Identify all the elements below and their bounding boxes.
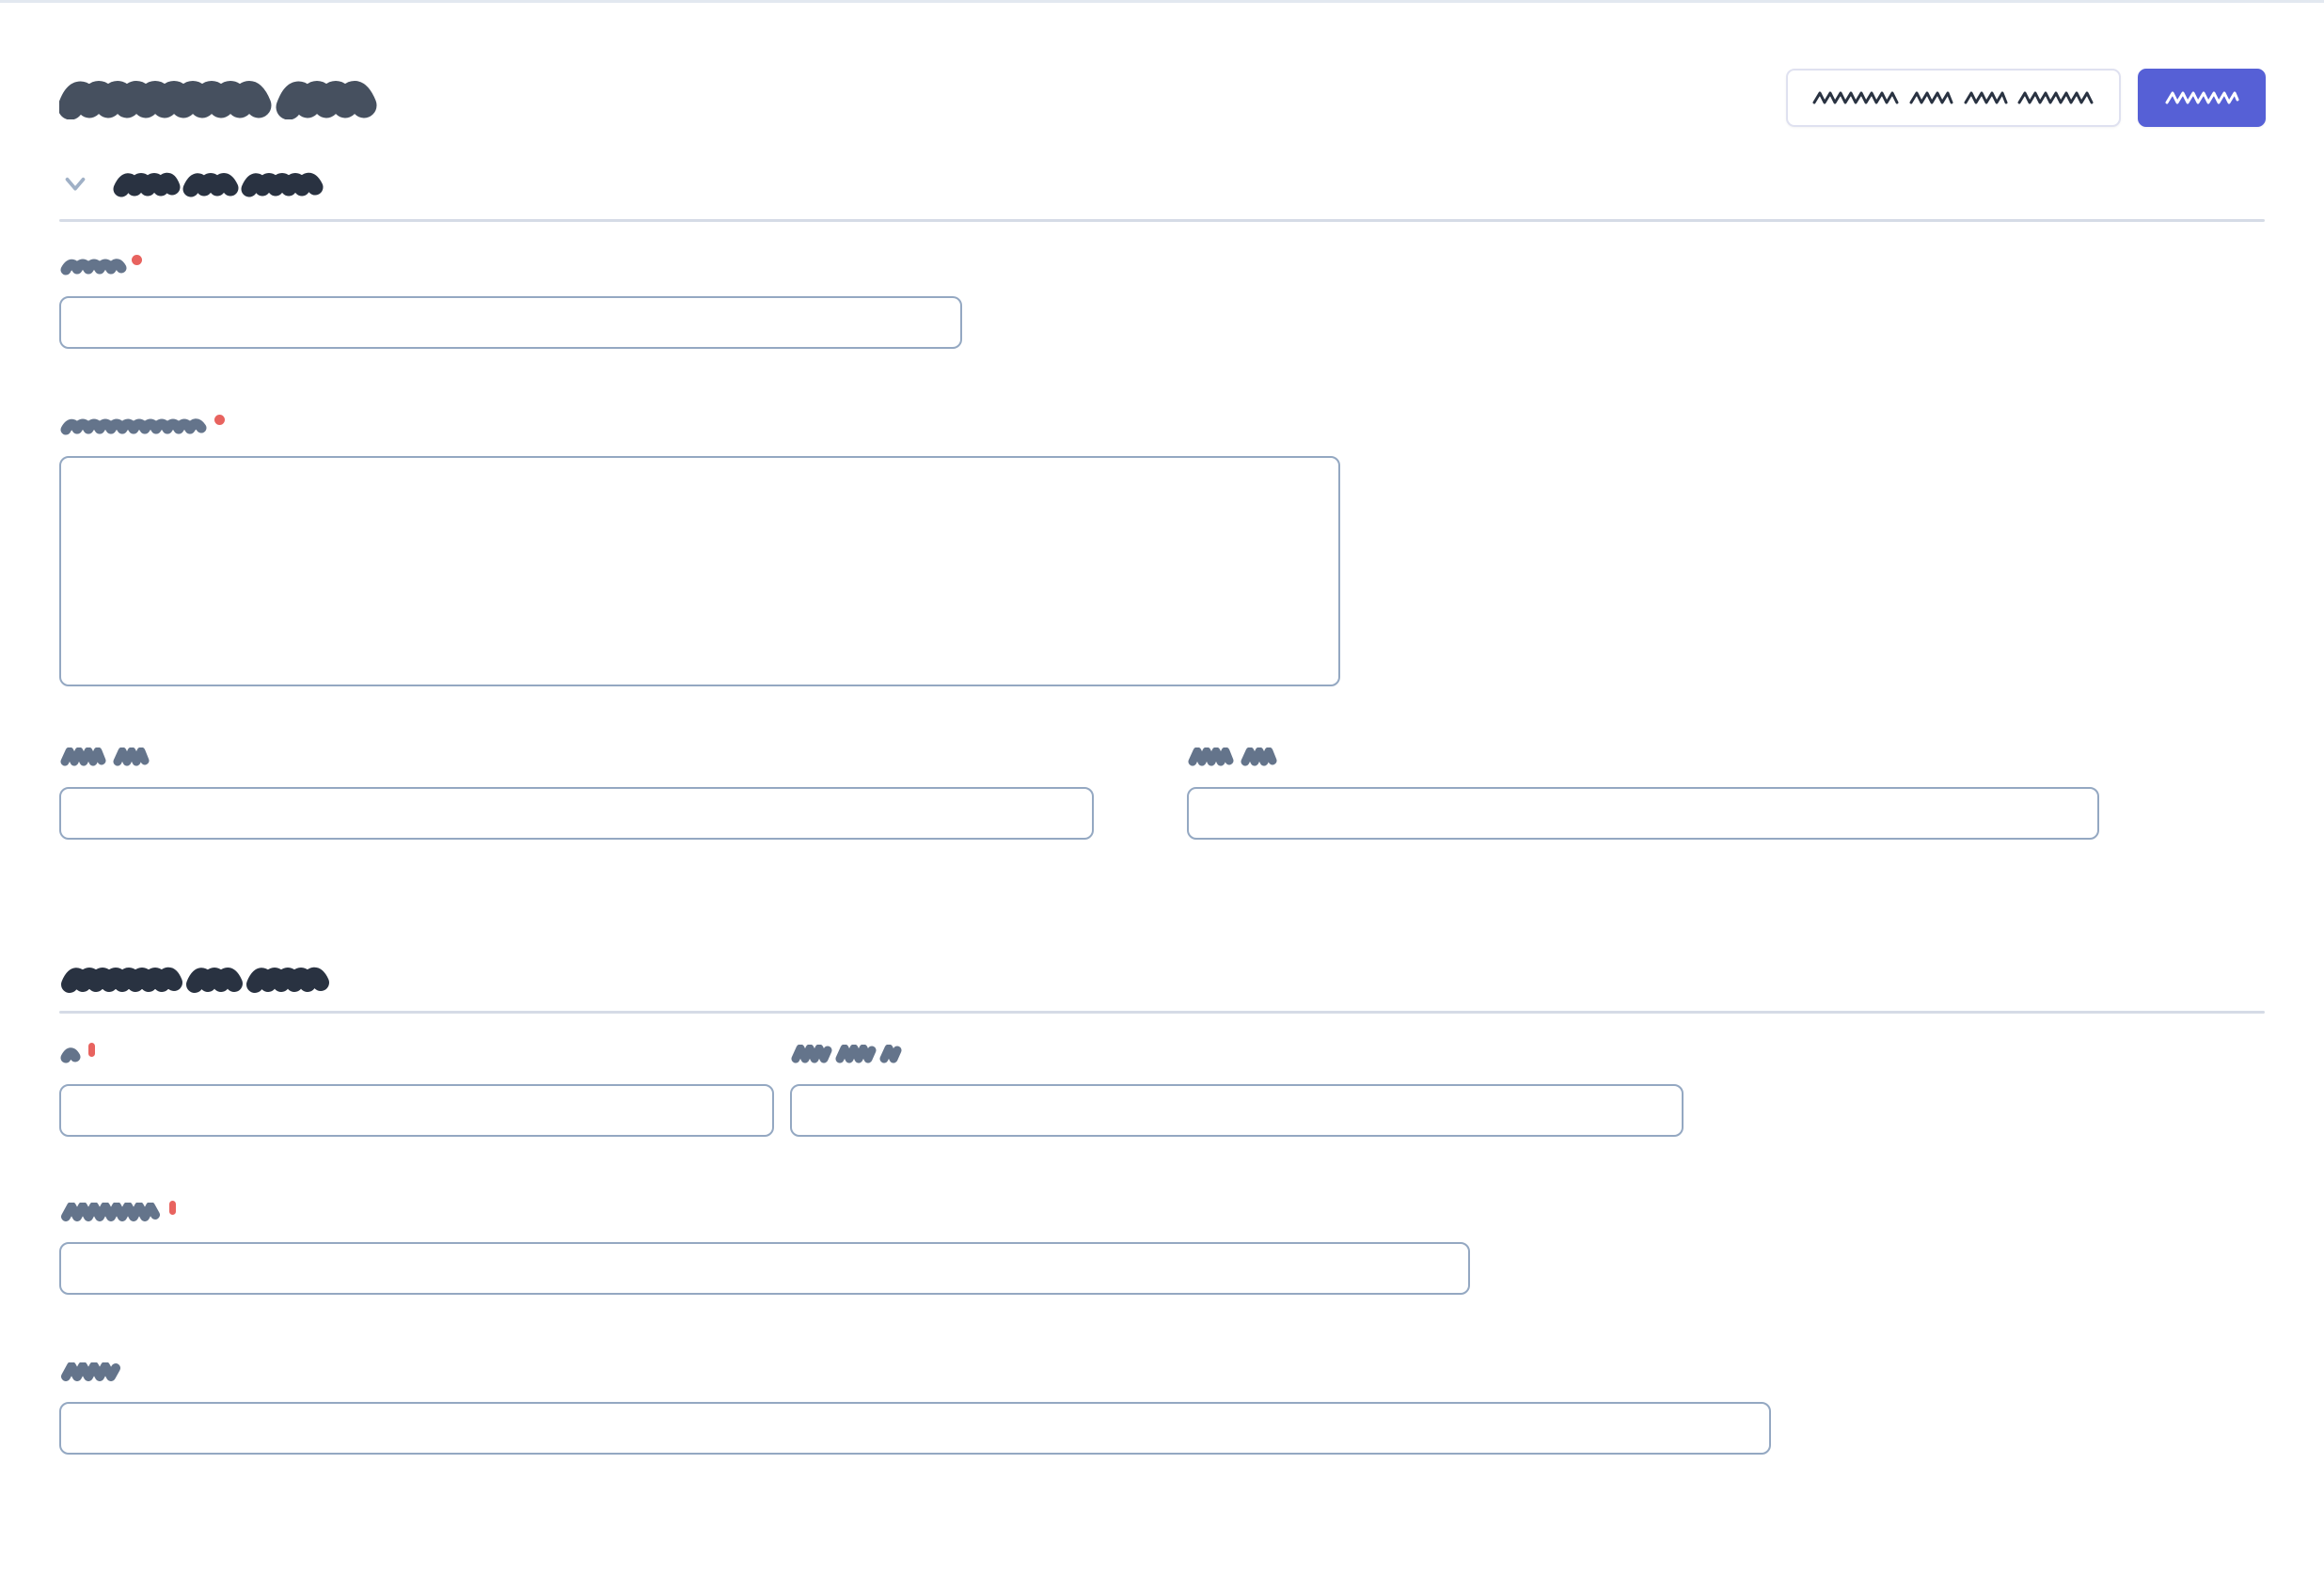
field-name [59,255,962,349]
field-id [59,1043,774,1137]
field-name-label [59,255,962,281]
field-left-pair-label-redacted [59,748,153,766]
field-id-label [59,1043,774,1069]
field-right-pair-label-redacted [1187,748,1281,766]
field-notes-label-redacted [59,1362,125,1381]
field-left-pair-label [59,748,1094,772]
field-description [59,415,1340,686]
field-name-label-redacted [59,257,127,275]
section-one-divider [59,219,2265,222]
secondary-action-label-redacted [1812,87,2095,108]
field-id-required-marker [88,1043,95,1057]
field-secondary-id [790,1045,1684,1137]
field-right-pair-input[interactable] [1187,787,2099,840]
primary-action-label-redacted [2164,87,2239,108]
field-address-label-redacted [59,1203,165,1221]
section-one-heading-redacted [112,169,326,197]
field-address-required-marker [169,1201,176,1215]
field-description-label [59,415,1340,441]
field-notes-label [59,1362,1771,1387]
section-two-header [0,960,2324,998]
field-address-label [59,1201,1470,1227]
field-left-pair [59,748,1094,840]
field-secondary-id-label-redacted [790,1045,905,1063]
field-address [59,1201,1470,1295]
field-id-input[interactable] [59,1084,774,1137]
section-two-heading-redacted [59,964,332,994]
field-description-required-marker [214,415,225,425]
field-description-label-redacted [59,417,210,435]
field-name-input[interactable] [59,296,962,349]
chevron-down-icon[interactable] [59,167,91,199]
secondary-action-button[interactable] [1786,69,2121,127]
field-description-textarea[interactable] [59,456,1340,686]
field-name-required-marker [132,255,142,265]
field-secondary-id-input[interactable] [790,1084,1684,1137]
field-notes [59,1362,1771,1455]
header-actions [1786,69,2266,127]
field-notes-input[interactable] [59,1402,1771,1455]
page-header [0,3,2324,158]
field-left-pair-input[interactable] [59,787,1094,840]
section-two-divider [59,1011,2265,1014]
primary-action-button[interactable] [2138,69,2266,127]
section-one [0,165,2324,840]
page-title-redacted-text [59,76,379,119]
field-secondary-id-label [790,1045,1684,1069]
page-title [59,76,379,119]
field-right-pair-label [1187,748,2099,772]
section-one-header[interactable] [0,165,2324,202]
field-right-pair [1187,748,2099,840]
field-address-input[interactable] [59,1242,1470,1295]
section-two [0,960,2324,1455]
field-id-label-redacted [59,1045,84,1063]
